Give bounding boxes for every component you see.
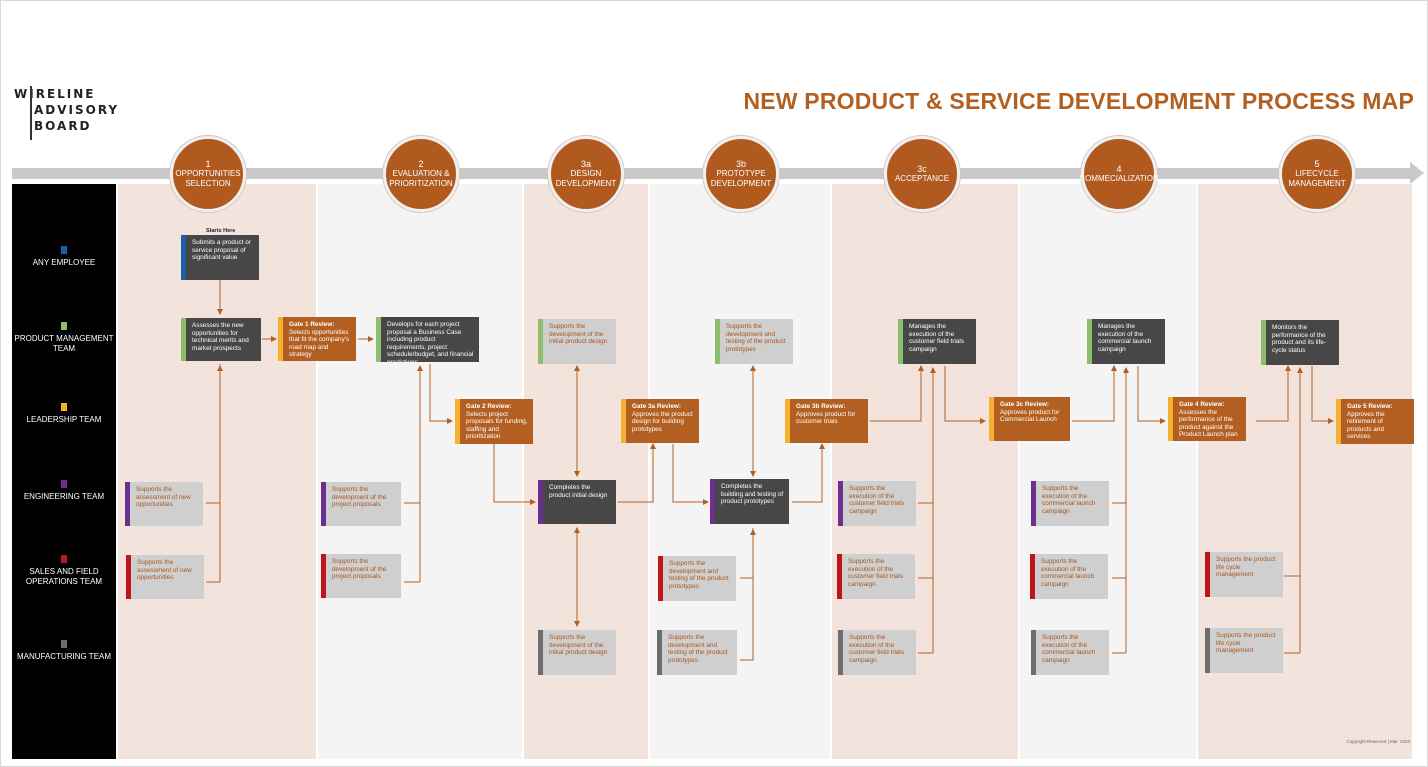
gate-text: Assesses the performance of the product …	[1179, 408, 1238, 439]
gate-text: Selects project proposals for funding, s…	[466, 410, 528, 441]
pm-support-proto-box: Supports the development and testing of …	[715, 319, 793, 364]
eng-support-proposals-box: Supports the development of the project …	[321, 482, 401, 526]
swimlane-column	[12, 184, 116, 759]
timeline-arrow-head	[1410, 162, 1424, 184]
gate-text: Approves product for Commercial Launch	[1000, 408, 1060, 424]
develop-business-case-box: Develops for each project proposal a Bus…	[376, 317, 479, 362]
mfg-support-proto-box: Supports the development and testing of …	[657, 630, 737, 675]
sales-support-proposals-box: Supports the development of the project …	[321, 554, 401, 598]
phase-number: 3c	[917, 164, 927, 174]
lane-label: MANUFACTURING TEAM	[16, 652, 112, 661]
phase-label: OPPORTUNITIES SELECTION	[175, 169, 241, 188]
submit-proposal-box: Submits a product or service proposal of…	[181, 235, 259, 280]
gate-4-review-box: Gate 4 Review:Assesses the performance o…	[1168, 397, 1246, 441]
gate-3b-review-box: Gate 3b Review:Approves product for cust…	[785, 399, 868, 443]
gate-title: Gate 3b Review:	[796, 403, 846, 410]
sales-support-proto-box: Supports the development and testing of …	[658, 556, 736, 601]
logo-line-3: BOARD	[34, 119, 92, 133]
lane-manufacturing: MANUFACTURING TEAM	[12, 640, 116, 662]
gate-text: Approves the product design for building…	[632, 410, 693, 433]
lane-label: ENGINEERING TEAM	[23, 492, 105, 501]
gate-title: Gate 3a Review:	[632, 403, 682, 410]
complete-prototypes-box: Completes the building and testing of pr…	[710, 479, 789, 524]
phase-number: 5	[1314, 159, 1320, 169]
lane-label: ANY EMPLOYEE	[32, 258, 96, 267]
lane-label: LEADERSHIP TEAM	[26, 415, 102, 424]
green-square-icon	[61, 322, 67, 330]
gate-5-review-box: Gate 5 Review:Approves the retirement of…	[1336, 399, 1414, 444]
lane-leadership: LEADERSHIP TEAM	[12, 403, 116, 425]
logo-line-1: WIRELINE	[14, 87, 96, 101]
purple-square-icon	[61, 480, 67, 488]
sales-support-launch-box: Supports the execution of the commercial…	[1030, 554, 1108, 599]
eng-support-assess-box: Supports the assessment of new opportuni…	[125, 482, 203, 526]
gate-title: Gate 4 Review:	[1179, 401, 1225, 408]
copyright-text: Copyright Reserved | Mar. 2023	[1346, 739, 1410, 744]
gate-1-review-box: Gate 1 Review:Selects opportunities that…	[278, 317, 356, 361]
gate-title: Gate 1 Review:	[289, 321, 335, 328]
pm-support-design-box: Supports the development of the initial …	[538, 319, 616, 364]
mfg-support-launch-box: Supports the execution of the commercial…	[1031, 630, 1109, 675]
manage-commercial-launch-box: Manages the execution of the commercial …	[1087, 319, 1165, 364]
gate-text: Selects opportunities that fit the compa…	[289, 328, 350, 359]
gate-text: Approves the retirement of products and …	[1347, 410, 1385, 441]
lane-label: SALES AND FIELD OPERATIONS TEAM	[25, 567, 103, 586]
phase-label: COMMECIALIZATION	[1079, 174, 1159, 183]
gate-2-review-box: Gate 2 Review:Selects project proposals …	[455, 399, 533, 444]
phase-number: 1	[205, 159, 211, 169]
eng-support-trials-box: Supports the execution of the customer f…	[838, 481, 916, 526]
mfg-support-design-box: Supports the development of the initial …	[538, 630, 616, 675]
phase-label: ACCEPTANCE	[894, 174, 950, 183]
sales-support-assess-box: Supports the assessment of new opportuni…	[126, 555, 204, 599]
sales-support-trials-box: Supports the execution of the customer f…	[837, 554, 915, 599]
lane-label: PRODUCT MANAGEMENT TEAM	[14, 334, 114, 353]
red-square-icon	[61, 555, 67, 563]
blue-square-icon	[61, 246, 67, 254]
phase-number: 3a	[580, 159, 591, 169]
mfg-support-lifecycle-box: Supports the product life cycle manageme…	[1205, 628, 1283, 673]
gate-3a-review-box: Gate 3a Review:Approves the product desi…	[621, 399, 699, 443]
manage-field-trials-box: Manages the execution of the customer fi…	[898, 319, 976, 364]
eng-support-launch-box: Supports the execution of the commercial…	[1031, 481, 1109, 526]
gate-title: Gate 2 Review:	[466, 403, 512, 410]
lane-product-management: PRODUCT MANAGEMENT TEAM	[12, 322, 116, 354]
yellow-square-icon	[61, 403, 67, 411]
phase-label: PROTOTYPE DEVELOPMENT	[710, 169, 772, 188]
mfg-support-trials-box: Supports the execution of the customer f…	[838, 630, 916, 675]
lane-any-employee: ANY EMPLOYEE	[12, 246, 116, 268]
sales-support-lifecycle-box: Supports the product life cycle manageme…	[1205, 552, 1283, 597]
logo-line-2: ADVISORY	[34, 103, 120, 117]
phase-label: EVALUATION & PRIORITIZATION	[389, 169, 453, 188]
gate-title: Gate 5 Review:	[1347, 403, 1393, 410]
phase-label: LIFECYCLE MANAGEMENT	[1288, 169, 1346, 188]
lane-engineering: ENGINEERING TEAM	[12, 480, 116, 502]
monitor-performance-box: Monitors the performance of the product …	[1261, 320, 1339, 365]
phase-number: 2	[418, 159, 424, 169]
starts-here-label: Starts Here	[206, 228, 236, 234]
phase-number: 4	[1116, 164, 1122, 174]
phase-label: DESIGN DEVELOPMENT	[555, 169, 617, 188]
wireline-logo: WIRELINE ADVISORY BOARD	[14, 86, 120, 140]
page-title: NEW PRODUCT & SERVICE DEVELOPMENT PROCES…	[743, 88, 1414, 114]
gate-3c-review-box: Gate 3c Review:Approves product for Comm…	[989, 397, 1070, 441]
assess-opportunities-box: Assesses the new opportunities for techn…	[181, 318, 261, 361]
gray-square-icon	[61, 640, 67, 648]
complete-initial-design-box: Completes the product initial design	[538, 480, 616, 524]
phase-number: 3b	[735, 159, 746, 169]
lane-sales: SALES AND FIELD OPERATIONS TEAM	[12, 555, 116, 587]
gate-title: Gate 3c Review:	[1000, 401, 1050, 408]
gate-text: Approves product for customer trials	[796, 410, 856, 426]
